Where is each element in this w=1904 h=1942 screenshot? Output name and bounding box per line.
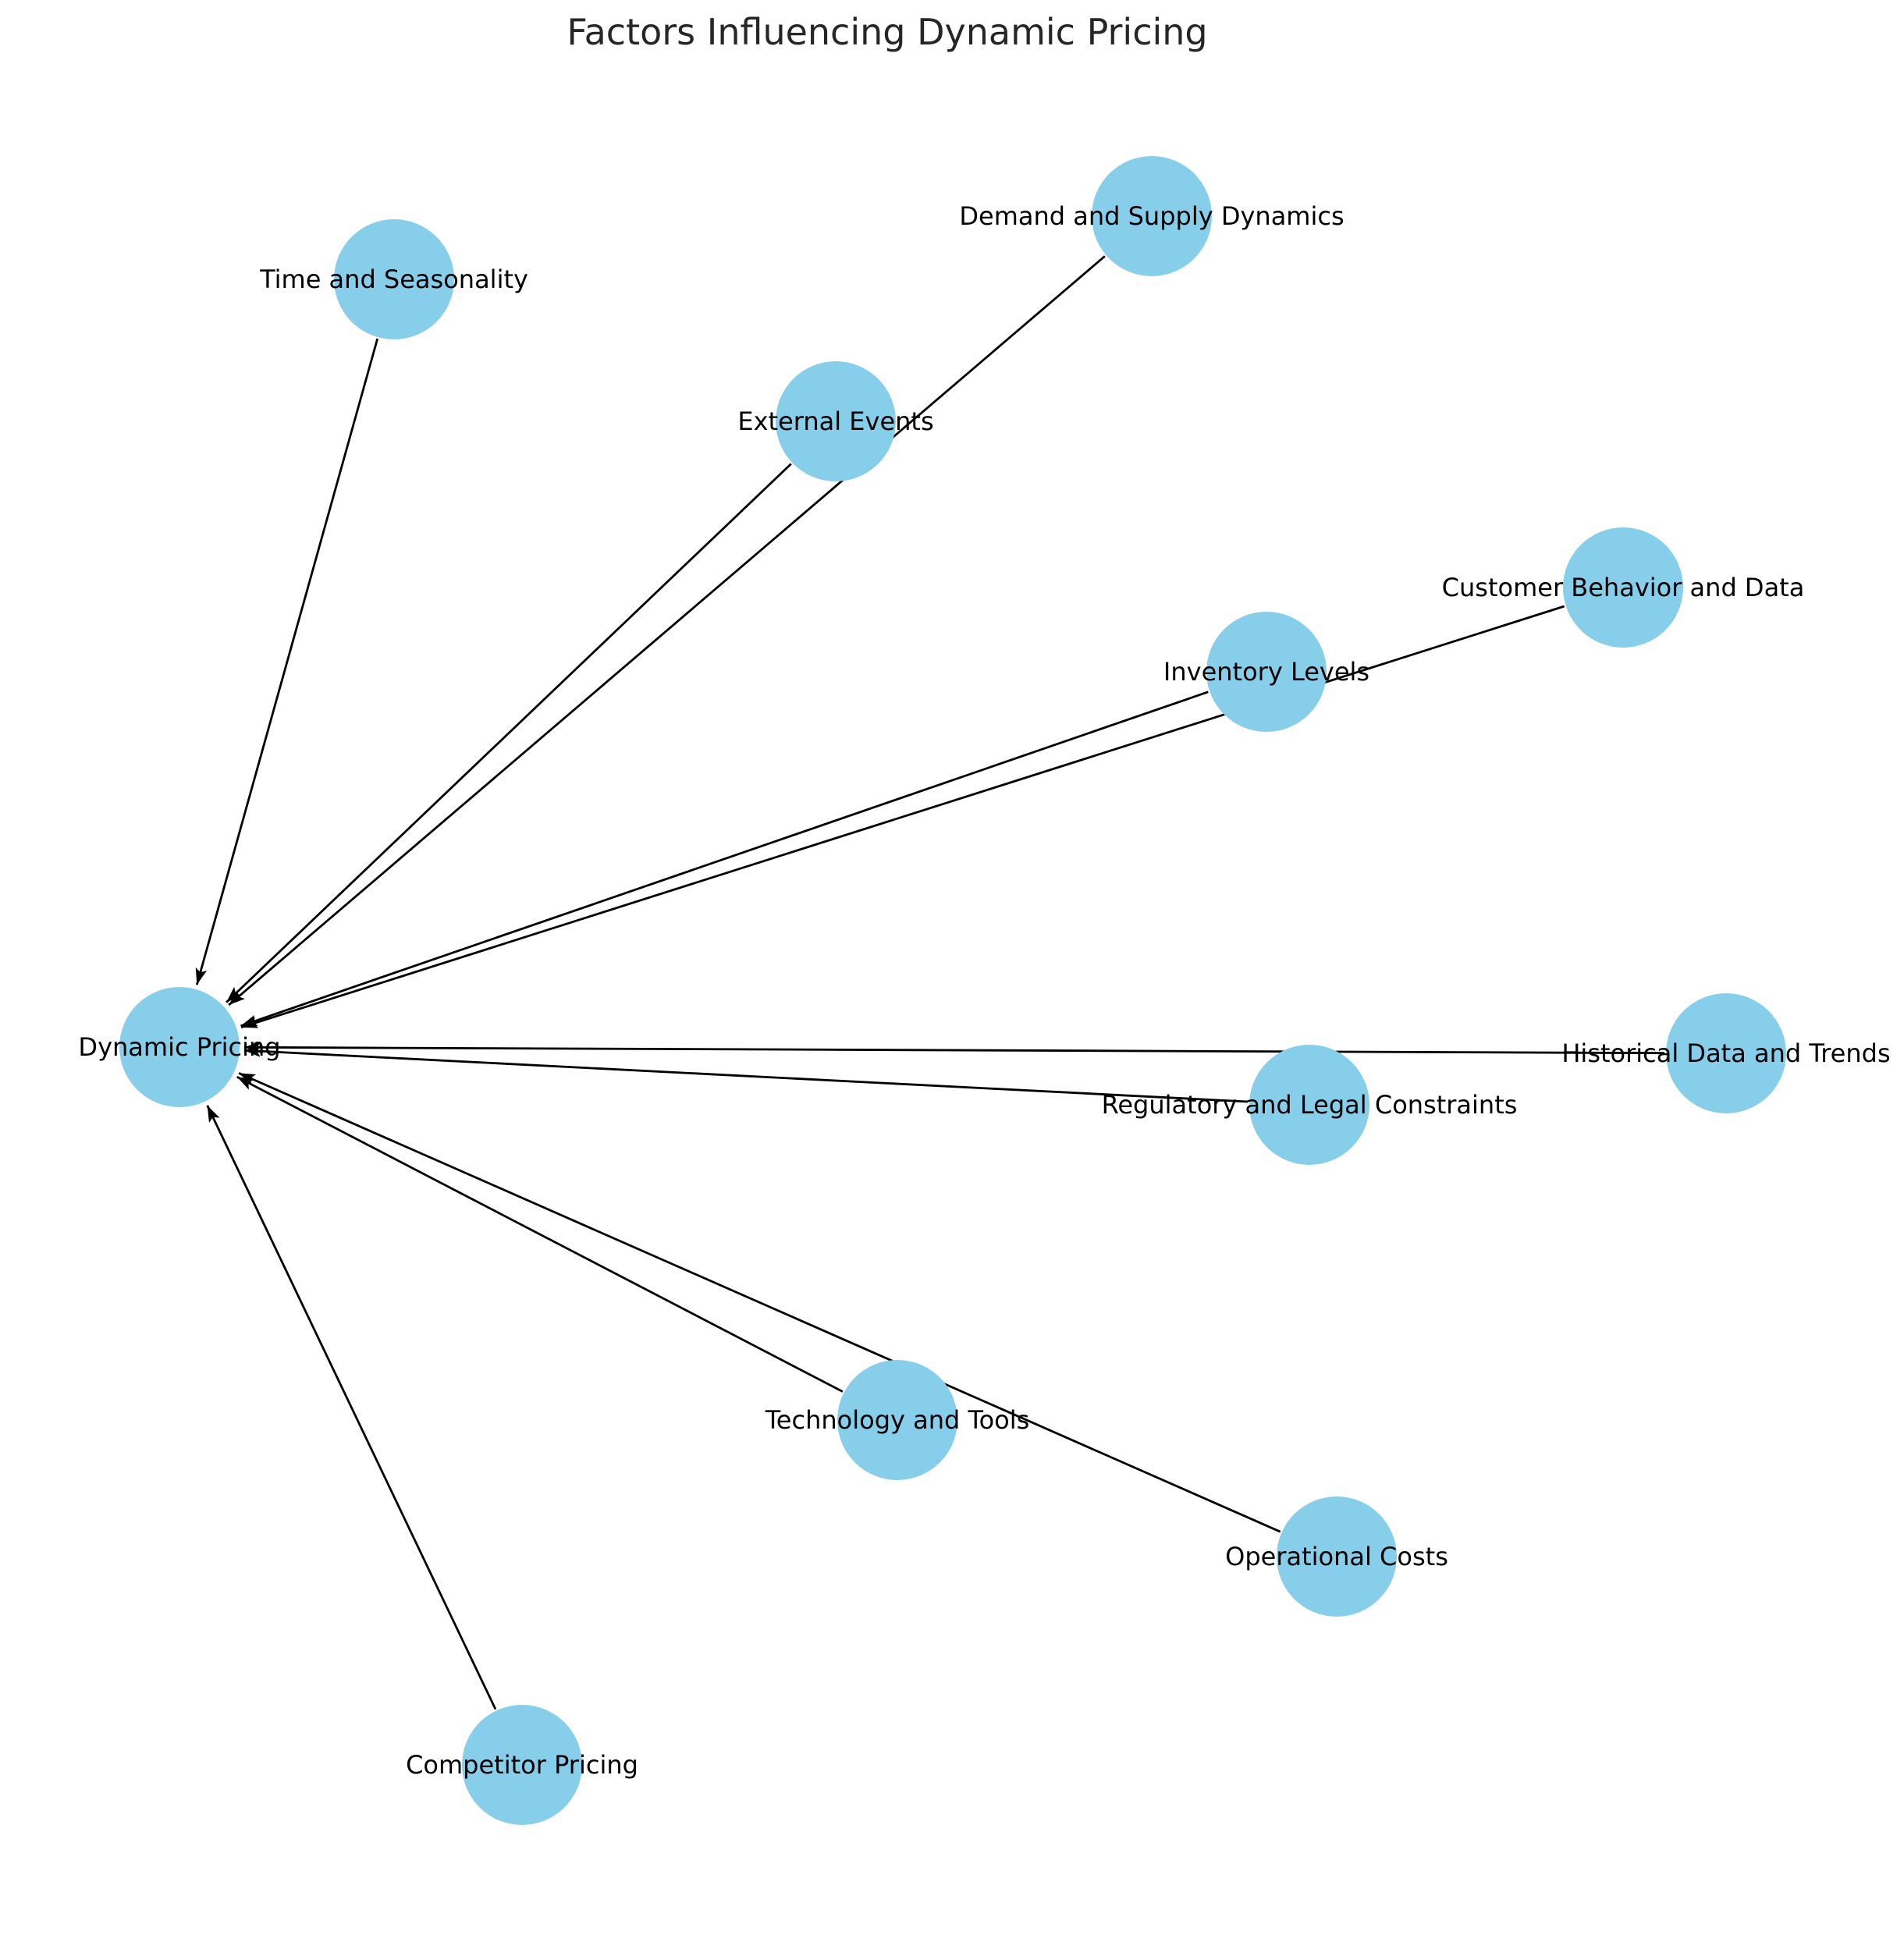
graph-node-label-technology-and-tools: Technology and Tools bbox=[765, 1405, 1030, 1435]
graph-node-label-customer-behavior-and-data: Customer Behavior and Data bbox=[1442, 573, 1805, 602]
graph-node-label-external-events: External Events bbox=[737, 407, 933, 436]
edge-regulatory-and-legal-constraints-to-dynamic-pricing bbox=[243, 1045, 1249, 1103]
graph-node-external-events bbox=[776, 361, 896, 481]
graph-node-label-historical-data-and-trends: Historical Data and Trends bbox=[1561, 1038, 1890, 1068]
edge-demand-and-supply-dynamics-to-dynamic-pricing bbox=[228, 255, 1106, 1007]
edge-competitor-pricing-to-dynamic-pricing bbox=[206, 1105, 497, 1710]
graph-node-technology-and-tools bbox=[837, 1360, 957, 1480]
graph-node-label-regulatory-and-legal-constraints: Regulatory and Legal Constraints bbox=[1102, 1090, 1518, 1120]
graph-node-label-operational-costs: Operational Costs bbox=[1225, 1542, 1448, 1571]
nodes-layer bbox=[119, 156, 1786, 1825]
graph-node-label-inventory-levels: Inventory Levels bbox=[1163, 657, 1369, 687]
labels-layer: Dynamic Pricing Time and Seasonality Deman… bbox=[78, 201, 1890, 1780]
chart-title: Factors Influencing Dynamic Pricing bbox=[567, 11, 1208, 53]
graph-node-label-competitor-pricing: Competitor Pricing bbox=[406, 1750, 638, 1780]
edge-technology-and-tools-to-dynamic-pricing bbox=[236, 1076, 844, 1393]
edge-time-and-seasonality-to-dynamic-pricing bbox=[195, 338, 379, 985]
graph-node-historical-data-and-trends bbox=[1666, 993, 1786, 1113]
edge-inventory-levels-to-dynamic-pricing bbox=[240, 691, 1209, 1028]
graph-node-label-dynamic-pricing: Dynamic Pricing bbox=[78, 1032, 280, 1062]
edges-layer bbox=[195, 255, 1665, 1710]
graph-node-competitor-pricing bbox=[462, 1705, 582, 1825]
graph-node-time-and-seasonality bbox=[334, 219, 454, 339]
graph-node-customer-behavior-and-data bbox=[1563, 527, 1683, 648]
graph-node-dynamic-pricing bbox=[119, 987, 240, 1107]
graph-node-demand-and-supply-dynamics bbox=[1092, 156, 1212, 276]
graph-node-inventory-levels bbox=[1206, 612, 1327, 732]
graph-node-label-demand-and-supply-dynamics: Demand and Supply Dynamics bbox=[959, 201, 1344, 231]
edge-historical-data-and-trends-to-dynamic-pricing bbox=[243, 1041, 1665, 1055]
edge-external-events-to-dynamic-pricing bbox=[226, 463, 792, 1003]
edge-operational-costs-to-dynamic-pricing bbox=[238, 1072, 1281, 1533]
edge-customer-behavior-and-data-to-dynamic-pricing bbox=[240, 605, 1565, 1029]
graph-node-operational-costs bbox=[1277, 1496, 1397, 1617]
graph-node-regulatory-and-legal-constraints bbox=[1249, 1045, 1369, 1165]
graph-node-label-time-and-seasonality: Time and Seasonality bbox=[259, 264, 528, 294]
